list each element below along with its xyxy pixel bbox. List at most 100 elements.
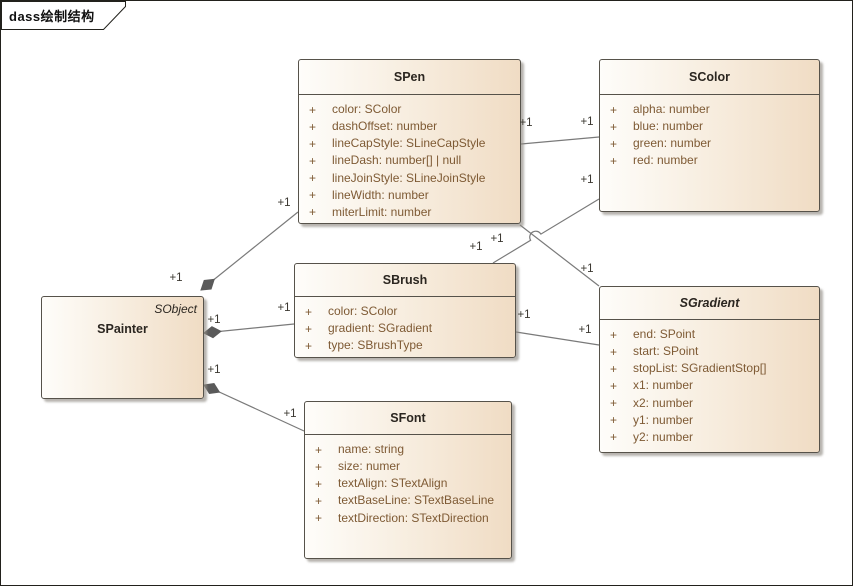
- multiplicity-label[interactable]: +1: [283, 408, 297, 420]
- multiplicity-label[interactable]: +1: [580, 263, 594, 275]
- attribute-text: color: SColor: [328, 304, 398, 319]
- multiplicity-label[interactable]: +1: [207, 314, 221, 326]
- connector-painter-pen[interactable]: [200, 211, 299, 291]
- attribute-text: lineCapStyle: SLineCapStyle: [332, 136, 486, 151]
- attribute-text: alpha: number: [633, 102, 710, 117]
- attribute-row[interactable]: +y1: number: [600, 412, 819, 429]
- multiplicity-label[interactable]: +1: [169, 272, 183, 284]
- class-header: SFont: [305, 402, 511, 435]
- frame-label-shape: [1, 1, 126, 30]
- composition-diamond-painter-pen: [200, 278, 215, 291]
- attribute-row[interactable]: +x1: number: [600, 377, 819, 394]
- attribute-text: gradient: SGradient: [328, 321, 433, 336]
- class-name: SColor: [689, 69, 730, 84]
- connector-brush-gradient[interactable]: [515, 331, 600, 346]
- class-sbrush[interactable]: SBrush+color: SColor+gradient: SGradient…: [294, 263, 516, 358]
- connector-brush-color[interactable]: [492, 198, 600, 264]
- class-name: SPen: [393, 69, 426, 84]
- attribute-row[interactable]: + type: SBrushType: [295, 337, 515, 354]
- attribute-text: lineJoinStyle: SLineJoinStyle: [332, 170, 486, 185]
- visibility-marker: +: [315, 476, 323, 491]
- attribute-row[interactable]: +lineDash: number[] | null: [299, 152, 520, 169]
- attribute-text: color: SColor: [332, 102, 402, 117]
- attribute-text: green: number: [633, 136, 712, 151]
- visibility-marker: +: [610, 102, 618, 117]
- multiplicity-label[interactable]: +1: [207, 364, 221, 376]
- connector-pen-gradient[interactable]: [519, 224, 600, 287]
- attributes-compartment: + name: string+size: numer+ textAlign: STe…: [305, 435, 511, 527]
- attribute-row[interactable]: + y2: number: [600, 429, 819, 446]
- attribute-row[interactable]: +dashOffset: number: [299, 118, 520, 135]
- attribute-text: type: SBrushType: [328, 338, 423, 353]
- visibility-marker: +: [610, 378, 618, 393]
- visibility-marker: +: [305, 321, 313, 336]
- attribute-text: red: number: [633, 153, 698, 168]
- multiplicity-label[interactable]: +1: [517, 309, 531, 321]
- attribute-row[interactable]: +textBaseLine: STextBaseLine: [305, 492, 511, 509]
- connector-painter-font[interactable]: [203, 384, 305, 432]
- attribute-row[interactable]: +stopList: SGradientStop[]: [600, 360, 819, 377]
- attribute-text: blue: number: [633, 119, 704, 134]
- attribute-text: y2: number: [633, 429, 694, 444]
- connector-pen-color[interactable]: [520, 136, 600, 145]
- multiplicity-label[interactable]: +1: [490, 233, 504, 245]
- visibility-marker: +: [610, 327, 618, 342]
- attribute-row[interactable]: + gradient: SGradient: [295, 320, 515, 337]
- class-name: SFont: [390, 410, 426, 425]
- visibility-marker: +: [315, 459, 323, 474]
- visibility-marker: +: [610, 136, 618, 151]
- frame-title: dass绘制结构: [9, 9, 95, 24]
- multiplicity-label[interactable]: +1: [580, 174, 594, 186]
- visibility-marker: +: [610, 119, 618, 134]
- attribute-row[interactable]: +lineWidth: number: [299, 187, 520, 204]
- attribute-row[interactable]: + start: SPoint: [600, 343, 819, 360]
- attributes-compartment: +color: SColor+gradient: SGradient+type:…: [295, 297, 515, 354]
- attribute-row[interactable]: + green: number: [600, 135, 819, 152]
- visibility-marker: +: [309, 205, 317, 220]
- multiplicity-label[interactable]: +1: [519, 117, 533, 129]
- attribute-text: name: string: [338, 442, 405, 457]
- multiplicity-label[interactable]: +1: [277, 302, 291, 314]
- attribute-text: textAlign: STextAlign: [338, 476, 448, 491]
- attribute-row[interactable]: +miterLimit: number: [299, 204, 520, 221]
- multiplicity-label[interactable]: +1: [580, 116, 594, 128]
- class-name: SPainter: [97, 322, 148, 336]
- visibility-marker: +: [610, 361, 618, 376]
- attribute-row[interactable]: +x2: number: [600, 395, 819, 412]
- attribute-row[interactable]: +end: SPoint: [600, 326, 819, 343]
- attribute-row[interactable]: +lineJoinStyle: SLineJoinStyle: [299, 170, 520, 187]
- class-sgradient[interactable]: SGradient+end: SPoint+start: SPoint+stop…: [599, 286, 820, 453]
- attributes-compartment: + alpha: number + blue: number + green: numbe…: [600, 95, 819, 170]
- attribute-row[interactable]: + alpha: number: [600, 101, 819, 118]
- class-spen[interactable]: SPen+color: SColor+dashOffset: number+li…: [298, 59, 521, 224]
- class-header: SColor: [600, 60, 819, 95]
- multiplicity-label[interactable]: +1: [578, 324, 592, 336]
- visibility-marker: +: [610, 396, 618, 411]
- visibility-marker: +: [309, 102, 317, 117]
- visibility-marker: +: [610, 344, 618, 359]
- multiplicity-label[interactable]: +1: [469, 241, 483, 253]
- class-sfont[interactable]: SFont + name: string+size: numer+ textAlign…: [304, 401, 512, 559]
- visibility-marker: +: [315, 442, 323, 457]
- class-name: SBrush: [382, 272, 428, 287]
- visibility-marker: +: [305, 338, 313, 353]
- attribute-text: y1: number: [633, 412, 694, 427]
- class-scolor[interactable]: SColor + alpha: number + blue: number + green:…: [599, 59, 820, 212]
- attribute-row[interactable]: +red: number: [600, 152, 819, 169]
- attribute-text: lineWidth: number: [332, 187, 429, 202]
- attribute-row[interactable]: +color: SColor: [295, 303, 515, 320]
- attribute-row[interactable]: + textAlign: STextAlign: [305, 475, 511, 492]
- visibility-marker: +: [610, 430, 618, 445]
- multiplicity-label[interactable]: +1: [277, 197, 291, 209]
- attribute-row[interactable]: +lineCapStyle: SLineCapStyle: [299, 135, 520, 152]
- attribute-row[interactable]: +size: numer: [305, 458, 511, 475]
- attribute-row[interactable]: + blue: number: [600, 118, 819, 135]
- attribute-row[interactable]: +textDirection: STextDirection: [305, 510, 511, 527]
- attribute-row[interactable]: + name: string: [305, 441, 511, 458]
- attribute-text: start: SPoint: [633, 344, 699, 359]
- attribute-row[interactable]: + color: SColor: [299, 101, 520, 118]
